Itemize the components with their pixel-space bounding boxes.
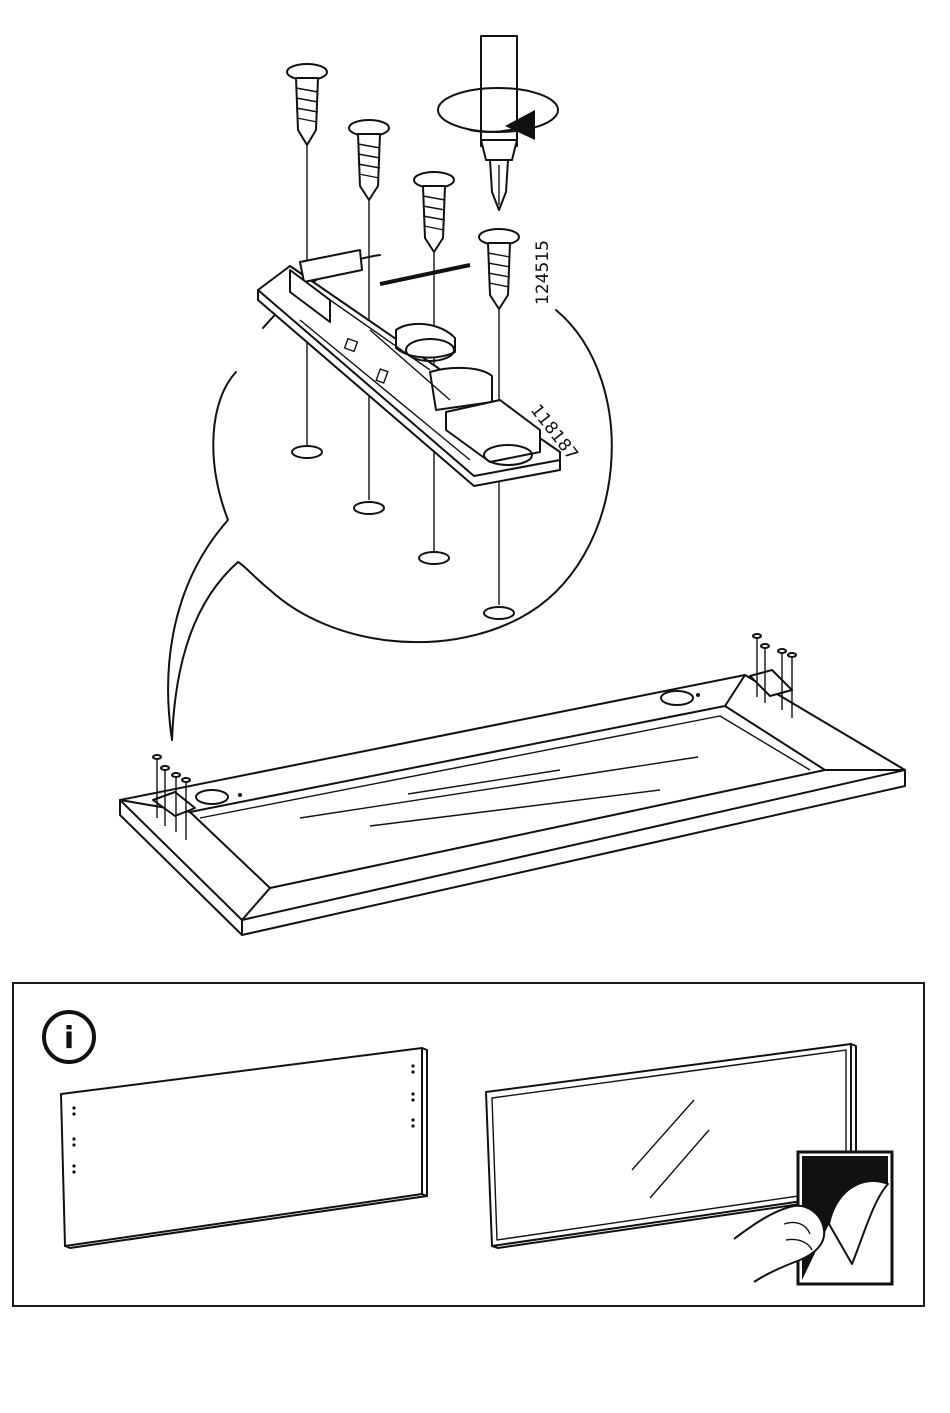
hole [484, 607, 514, 619]
assembly-illustration: 124515 118187 [0, 0, 950, 960]
info-icon: i [44, 1012, 94, 1062]
info-panel: i [12, 982, 925, 1307]
door-frame [120, 675, 905, 935]
hole [419, 552, 449, 564]
info-icon-glyph: i [64, 1021, 74, 1056]
screw-part-number: 124515 [533, 240, 553, 305]
screw-1 [287, 64, 327, 445]
hole [292, 446, 322, 458]
bracket [258, 250, 560, 486]
solid-door-panel [61, 1048, 427, 1248]
hole [354, 502, 384, 514]
